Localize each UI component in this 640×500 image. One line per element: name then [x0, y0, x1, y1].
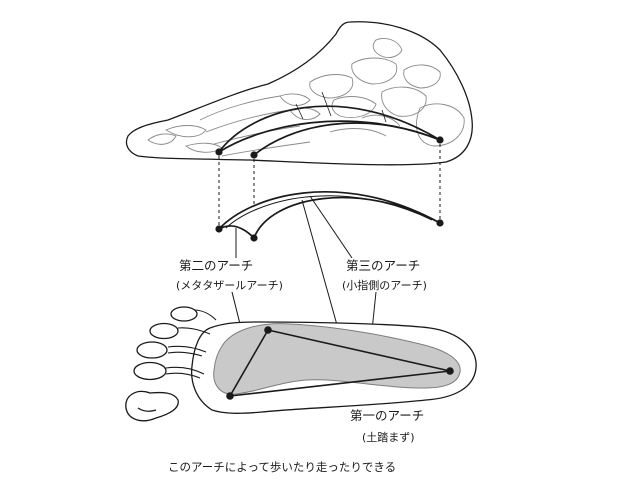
leader-arch3	[309, 195, 353, 259]
side-point-2	[250, 151, 258, 159]
side-point-1	[215, 148, 223, 156]
arch3-title: 第三のアーチ	[346, 258, 420, 273]
arch2-subtitle: (メタタザールアーチ)	[176, 279, 283, 292]
arch1-subtitle: (土踏まず)	[362, 430, 415, 444]
foot-sole-view	[125, 306, 477, 422]
sole-arch-triangle	[229, 329, 451, 397]
arch-point-3	[436, 219, 444, 227]
arch-isolated-band	[218, 191, 441, 240]
toe-creases	[165, 309, 217, 379]
arch-isolated	[215, 191, 444, 242]
toe-4	[149, 322, 179, 340]
arch3-subtitle: (小指側のアーチ)	[342, 278, 427, 292]
arch-point-1	[215, 225, 223, 233]
toe-5	[170, 306, 198, 322]
side-view-hatch	[295, 91, 387, 123]
arch-point-2	[250, 234, 258, 242]
arch1-title: 第一のアーチ	[350, 408, 424, 423]
projection-lines	[218, 144, 441, 236]
sole-point-big-toe	[226, 392, 234, 400]
foot-side-outline	[125, 21, 473, 166]
sole-point-ball	[264, 326, 272, 334]
side-arch-curves	[218, 105, 441, 156]
sole-toes	[125, 306, 198, 422]
side-point-3	[436, 136, 444, 144]
arch2-title: 第二のアーチ	[179, 258, 253, 273]
foot-bones-sketch	[147, 38, 465, 157]
toe-3	[136, 341, 168, 359]
figure-caption: このアーチによって歩いたり走ったりできる	[168, 460, 396, 474]
toe-2	[133, 361, 167, 381]
big-toe	[125, 390, 179, 422]
sole-point-heel	[446, 367, 454, 375]
foot-side-view	[125, 21, 473, 166]
